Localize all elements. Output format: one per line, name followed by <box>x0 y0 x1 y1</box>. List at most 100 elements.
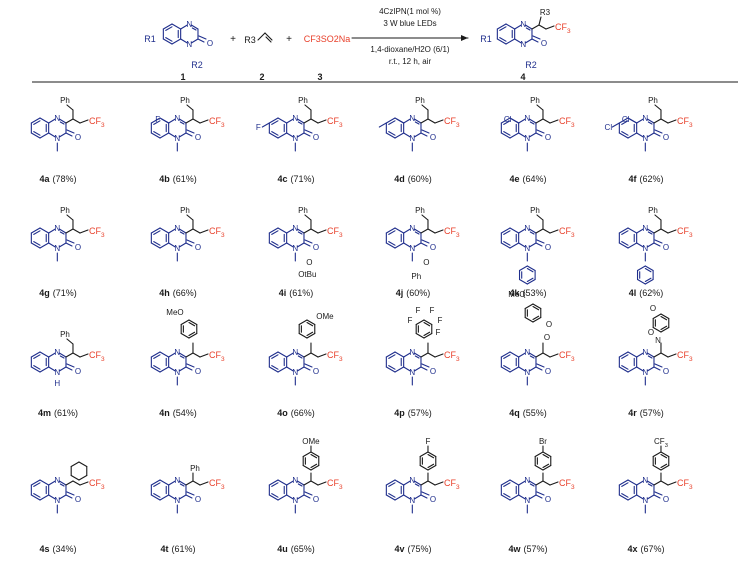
bond <box>394 132 405 139</box>
bond <box>496 38 507 45</box>
side-chain-bond <box>660 352 669 358</box>
bond <box>286 228 294 234</box>
nitrogen-label: N <box>292 476 298 485</box>
bond <box>297 231 303 235</box>
bond <box>153 365 161 370</box>
bond <box>297 483 303 487</box>
side-chain-bond <box>427 480 436 486</box>
bond <box>415 319 425 326</box>
bond <box>153 354 161 359</box>
product-caption: 4d(60%) <box>394 174 432 184</box>
chlorine-label: Cl <box>622 115 630 124</box>
side-chain-bond <box>199 481 209 486</box>
benzo-ring <box>30 479 50 501</box>
bond <box>304 363 313 368</box>
bond <box>654 491 663 496</box>
bond <box>627 132 638 139</box>
bond <box>286 494 294 500</box>
product-yield: (61%) <box>172 544 196 554</box>
side-chain-bond <box>310 118 319 124</box>
bond <box>420 132 428 137</box>
bond <box>198 35 207 40</box>
bond <box>159 479 170 486</box>
cf3-label: CF3 <box>327 350 343 363</box>
bond <box>621 354 629 359</box>
bond <box>153 482 161 487</box>
bond <box>277 351 288 358</box>
compound-number-2: 2 <box>259 72 264 82</box>
bond <box>427 464 437 471</box>
product-yield: (78%) <box>53 174 77 184</box>
bond <box>296 480 305 486</box>
bond <box>153 241 161 246</box>
oxygen-label: O <box>663 243 669 252</box>
product-yield: (71%) <box>53 288 77 298</box>
product-label: 4s <box>39 544 49 554</box>
oxygen-label: O <box>195 243 201 252</box>
product-caption: 4c(71%) <box>277 174 314 184</box>
bond <box>33 493 41 498</box>
bond <box>652 326 662 333</box>
bond <box>59 483 65 487</box>
bond <box>180 24 188 30</box>
bond <box>529 355 535 359</box>
bond <box>660 325 668 331</box>
cf3-label: CF3 <box>444 350 460 363</box>
side-chain-bond <box>185 352 194 358</box>
product-caption: 4r(57%) <box>628 408 664 418</box>
bond <box>627 351 638 358</box>
bond <box>423 321 431 327</box>
nitrogen-label: N <box>186 20 192 29</box>
bond <box>271 230 279 235</box>
bond <box>271 354 279 359</box>
side-chain-bond <box>535 228 544 234</box>
nitrogen-label: N <box>409 244 415 253</box>
nitrogen-label: N <box>54 114 60 123</box>
bond <box>180 38 188 44</box>
bond <box>394 479 405 486</box>
product-label: 4u <box>277 544 288 554</box>
bond <box>403 118 411 124</box>
bond <box>310 453 318 459</box>
phenyl-label: Ph <box>190 464 200 473</box>
bond <box>58 366 67 372</box>
bond <box>514 38 522 44</box>
product-yield: (71%) <box>291 174 315 184</box>
bond <box>297 355 303 359</box>
bond <box>509 479 520 486</box>
bond <box>500 479 511 486</box>
bond <box>178 132 187 138</box>
bond <box>286 480 294 486</box>
bond <box>39 351 50 358</box>
nitrogen-label: N <box>292 348 298 357</box>
bond <box>168 242 176 248</box>
product-yield: (61%) <box>173 174 197 184</box>
product-yield: (54%) <box>173 408 197 418</box>
product-yield: (34%) <box>53 544 77 554</box>
nitrogen-label: N <box>292 496 298 505</box>
oxygen-label: O <box>430 367 436 376</box>
bond <box>526 265 536 272</box>
nitrogen-label: N <box>409 224 415 233</box>
side-chain-bond <box>185 228 194 234</box>
side-chain-bond <box>667 119 677 124</box>
oxygen-label: O <box>546 320 552 329</box>
side-chain-bond <box>420 228 429 234</box>
oxygen-label: O <box>663 495 669 504</box>
bond <box>58 132 67 138</box>
bond <box>518 228 526 234</box>
bond <box>268 117 279 124</box>
bond <box>179 355 185 359</box>
fluorine-label: F <box>155 115 160 124</box>
product-yield: (64%) <box>523 174 547 184</box>
bond <box>618 366 629 373</box>
bond <box>59 121 65 125</box>
phenyl-label: Ph <box>415 96 425 105</box>
bond <box>70 461 80 468</box>
bond <box>150 351 161 358</box>
bond <box>414 483 420 487</box>
bond <box>58 228 67 234</box>
bond <box>186 129 195 134</box>
